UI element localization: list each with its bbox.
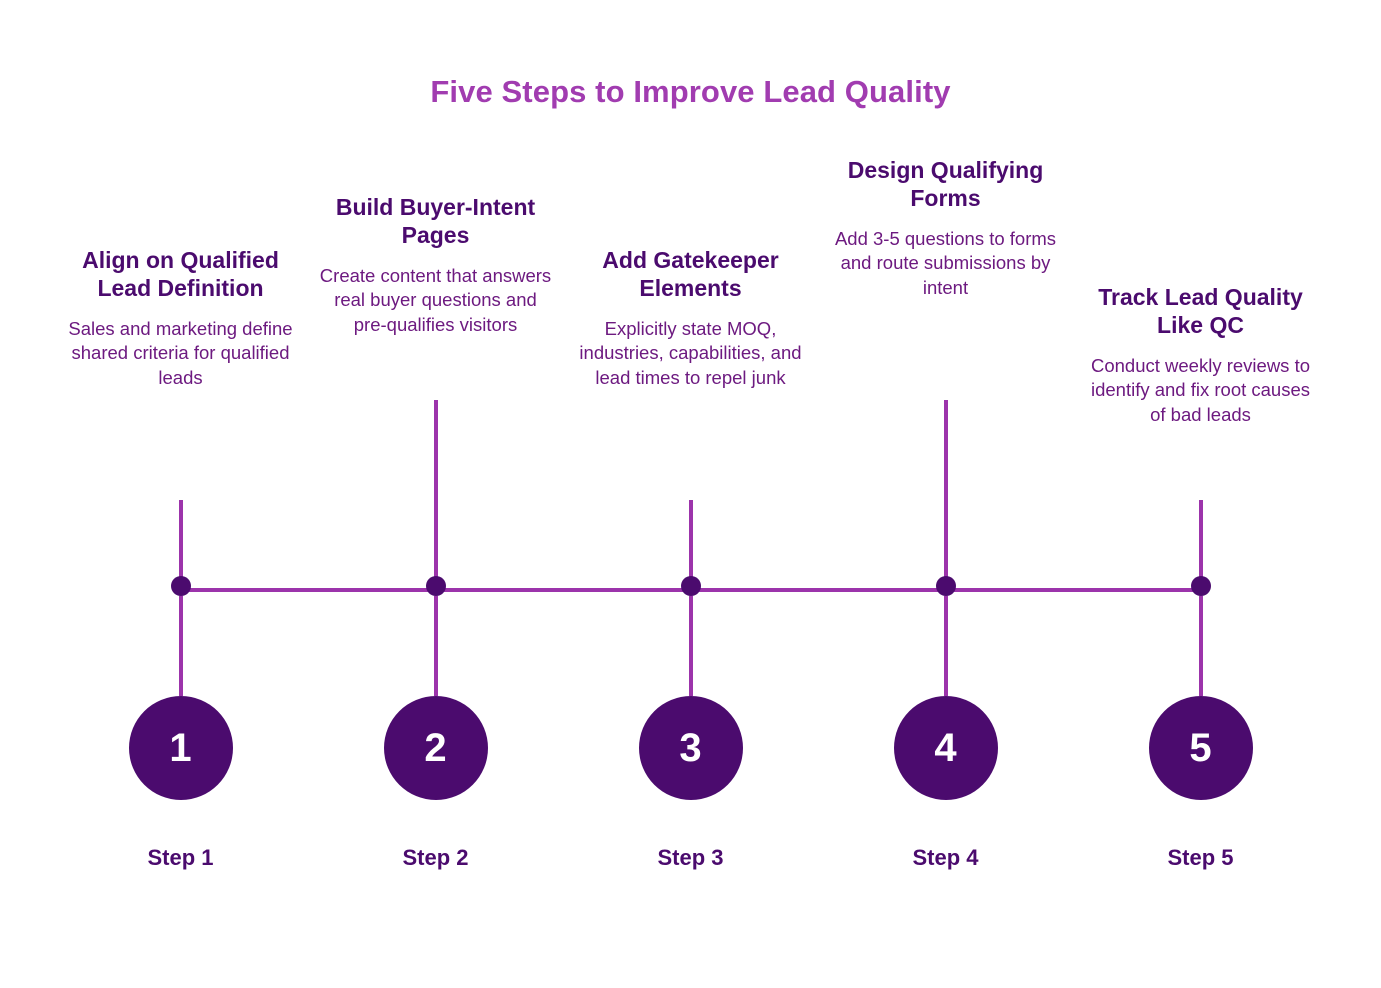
- connector-line-bottom-4: [943, 596, 948, 696]
- connector-line-top-1: [178, 500, 183, 578]
- timeline-dot-2[interactable]: [425, 576, 446, 596]
- connector-line-bottom-1: [178, 596, 183, 696]
- step-circle-3[interactable]: 3: [638, 696, 743, 800]
- step-column-1: Align on Qualified Lead Definition Sales…: [53, 0, 308, 988]
- step-circle-2[interactable]: 2: [383, 696, 488, 800]
- connector-line-bottom-3: [688, 596, 693, 696]
- page-title: Five Steps to Improve Lead Quality: [430, 74, 951, 109]
- step-heading-3: Add Gatekeeper Elements: [602, 247, 779, 302]
- step-description-4: Add 3-5 questions to forms and route sub…: [834, 227, 1057, 298]
- step-label-5: Step 5: [1167, 845, 1234, 870]
- step-label-4: Step 4: [912, 845, 979, 870]
- step-column-2: Build Buyer-Intent Pages Create content …: [308, 0, 563, 988]
- step-heading-1: Align on Qualified Lead Definition: [82, 247, 279, 302]
- connector-line-top-4: [943, 400, 948, 578]
- connector-line-bottom-5: [1198, 596, 1203, 696]
- step-heading-2: Build Buyer-Intent Pages: [335, 194, 536, 249]
- connector-line-bottom-2: [433, 596, 438, 696]
- step-description-3: Explicitly state MOQ, industries, capabi…: [579, 317, 802, 388]
- step-heading-5: Track Lead Quality Like QC: [1098, 284, 1303, 339]
- step-text-2: Build Buyer-Intent Pages Create content …: [308, 193, 563, 337]
- step-label-3: Step 3: [657, 845, 724, 870]
- connector-line-top-5: [1198, 500, 1203, 578]
- step-circle-1[interactable]: 1: [128, 696, 233, 800]
- step-circle-4[interactable]: 4: [893, 696, 998, 800]
- step-description-5: Conduct weekly reviews to identify and f…: [1090, 354, 1311, 425]
- connector-line-top-2: [433, 400, 438, 578]
- step-text-3: Add Gatekeeper Elements Explicitly state…: [563, 246, 818, 390]
- step-text-5: Track Lead Quality Like QC Conduct weekl…: [1073, 283, 1328, 427]
- step-text-4: Design Qualifying Forms Add 3-5 question…: [818, 156, 1073, 300]
- step-column-4: Design Qualifying Forms Add 3-5 question…: [818, 0, 1073, 988]
- step-circle-5[interactable]: 5: [1148, 696, 1253, 800]
- step-description-2: Create content that answers real buyer q…: [319, 264, 552, 335]
- timeline-dot-3[interactable]: [680, 576, 701, 596]
- timeline-dot-5[interactable]: [1190, 576, 1211, 596]
- step-text-1: Align on Qualified Lead Definition Sales…: [53, 246, 308, 390]
- step-description-1: Sales and marketing define shared criter…: [68, 317, 293, 388]
- connector-line-top-3: [688, 500, 693, 578]
- step-label-1: Step 1: [147, 845, 214, 870]
- timeline-dot-4[interactable]: [935, 576, 956, 596]
- step-column-3: Add Gatekeeper Elements Explicitly state…: [563, 0, 818, 988]
- timeline-dot-1[interactable]: [170, 576, 191, 596]
- step-column-5: Track Lead Quality Like QC Conduct weekl…: [1073, 0, 1328, 988]
- step-label-2: Step 2: [402, 845, 469, 870]
- step-heading-4: Design Qualifying Forms: [847, 157, 1044, 212]
